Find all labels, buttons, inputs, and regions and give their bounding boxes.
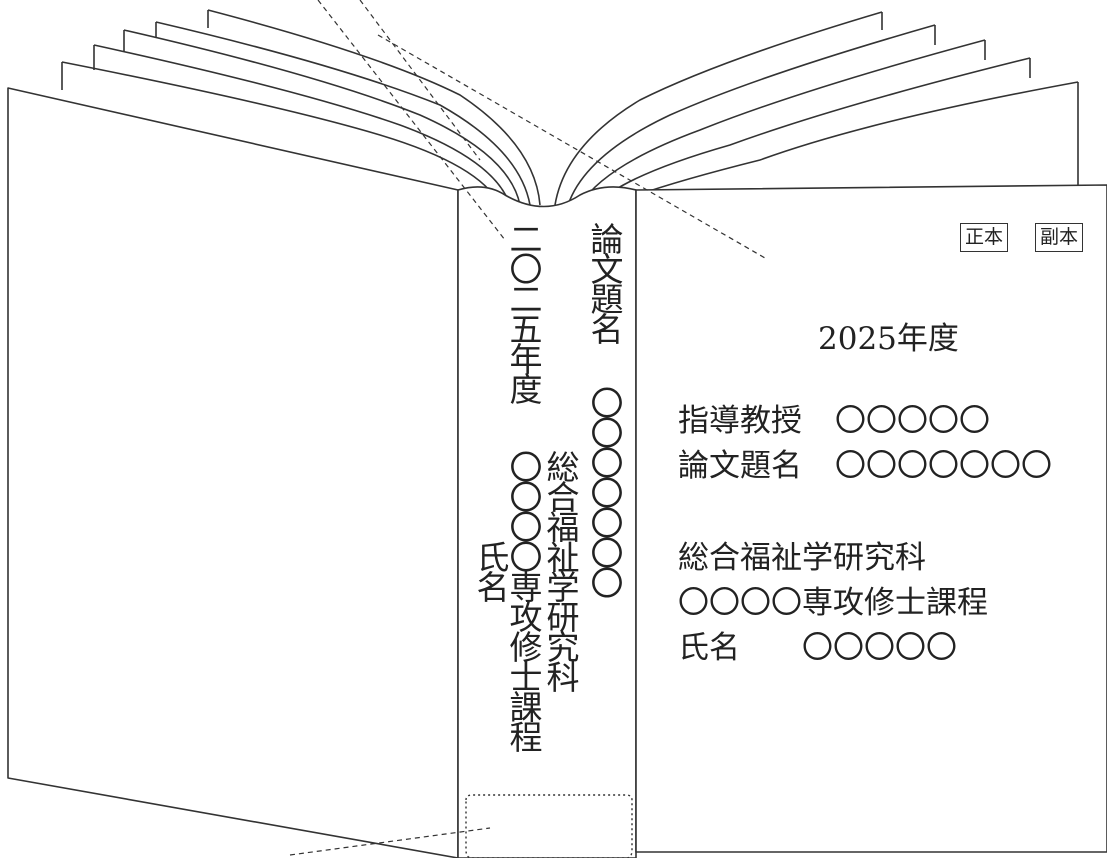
left-page <box>61 61 501 206</box>
cover-year: 2025年度 <box>818 321 959 357</box>
back-cover <box>7 87 459 858</box>
right-page <box>567 24 936 206</box>
spine-program: 〇〇〇〇専攻修士課程 <box>504 450 543 750</box>
front-cover <box>635 184 1107 853</box>
leader-line <box>289 827 491 856</box>
right-page <box>579 39 986 206</box>
spine-school: 総合福祉学研究科 <box>541 450 580 690</box>
advisor-label: 指導教授 <box>678 403 802 439</box>
leader-line <box>317 0 506 241</box>
cover-thesis-label: 論文題名 <box>678 448 802 484</box>
spine-label-area <box>465 794 633 858</box>
right-page <box>609 81 1079 206</box>
spine <box>457 186 637 858</box>
spine-thesis-label: 論文題名 <box>585 222 624 342</box>
badge-copy: 副本 <box>1035 223 1084 252</box>
cover-thesis-title: 〇〇〇〇〇〇〇 <box>835 448 1052 484</box>
left-page <box>93 44 511 206</box>
spine-year: 二〇二五年度 <box>504 222 543 402</box>
advisor-name: 〇〇〇〇〇 <box>835 403 990 439</box>
left-page <box>207 9 541 206</box>
right-page <box>554 11 883 206</box>
badge-original: 正本 <box>960 223 1009 252</box>
right-page <box>594 57 1031 206</box>
spine-thesis-title: 〇〇〇〇〇〇〇 <box>585 386 624 596</box>
cover-name-label: 氏名 <box>678 630 740 666</box>
cover-program: 〇〇〇〇専攻修士課程 <box>678 585 988 621</box>
cover-name: 〇〇〇〇〇 <box>802 630 957 666</box>
leader-line <box>359 0 481 161</box>
cover-school: 総合福祉学研究科 <box>678 540 926 576</box>
leader-line <box>377 34 766 259</box>
left-page <box>155 21 531 206</box>
spine-name-label: 氏名 <box>471 540 510 600</box>
